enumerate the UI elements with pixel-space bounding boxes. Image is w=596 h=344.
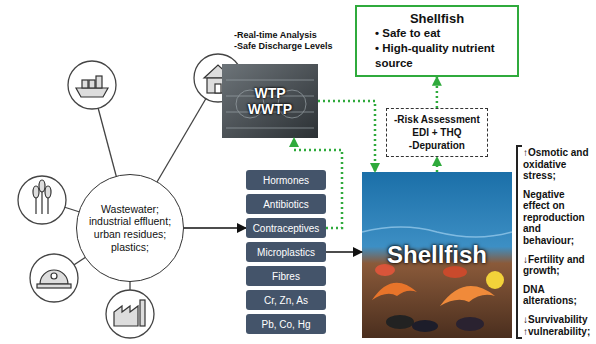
note-text: -Real-time Analysis	[234, 30, 334, 41]
pollutant-box: Contraceptives	[246, 218, 326, 238]
node-text: EDI + THQ	[394, 126, 480, 139]
node-text: WTP	[254, 85, 285, 101]
pollutant-box: Pb, Co, Hg	[246, 314, 326, 334]
risk-box: -Risk AssessmentEDI + THQ-Depuration	[386, 108, 488, 157]
effect-text: ↑Osmotic and oxidative stress;	[523, 147, 593, 182]
effect-text: DNA alterations;	[523, 284, 593, 307]
node-text: -Risk Assessment	[394, 113, 480, 126]
node-text: Pb, Co, Hg	[262, 319, 311, 330]
note-text: -Safe Discharge Levels	[234, 41, 334, 52]
node-text: Wastewater; industrial effluent; urban r…	[88, 203, 172, 253]
effect-text: ↓Survivability ↑vulnerability;	[523, 314, 593, 337]
effect-text: Negative effect on reproduction and beha…	[523, 189, 593, 247]
dotted-arrow	[436, 77, 439, 108]
dotted-arrow	[318, 101, 375, 172]
node-text: Hormones	[263, 175, 309, 186]
node-text: • Safe to eat	[367, 26, 507, 41]
pollutant-box: Microplastics	[246, 242, 326, 262]
effect-text: ↓Fertility and growth;	[523, 254, 593, 277]
flow-arrow	[184, 227, 246, 229]
node-text: Contraceptives	[253, 223, 320, 234]
pollutant-box: Cr, Zn, As	[246, 290, 326, 310]
node-text: WWTP	[248, 101, 292, 117]
node-text: Cr, Zn, As	[264, 295, 308, 306]
pollutant-box: Hormones	[246, 170, 326, 190]
flow-arrow	[326, 251, 362, 253]
node-text: Antibiotics	[263, 199, 309, 210]
node-text: Fibres	[272, 271, 300, 282]
pollutant-box: Antibiotics	[246, 194, 326, 214]
node-text: Microplastics	[257, 247, 315, 258]
pollutant-box: Fibres	[246, 266, 326, 286]
treatment-plant-box: WTPWWTP	[222, 64, 318, 138]
dotted-arrow	[436, 157, 439, 172]
effects-list: ↑Osmotic and oxidative stress; Negative e…	[523, 147, 593, 337]
note-group: -Real-time Analysis-Safe Discharge Level…	[234, 30, 334, 52]
node-text: • High-quality nutrient source	[367, 41, 507, 71]
source-circle: Wastewater; industrial effluent; urban r…	[76, 174, 184, 282]
node-text: Shellfish	[367, 11, 507, 26]
outcome-box: Shellfish• Safe to eat• High-quality nut…	[355, 5, 519, 77]
node-text: Shellfish	[387, 241, 487, 269]
node-text: -Depuration	[394, 139, 480, 152]
shellfish-picture-box: Shellfish	[362, 172, 512, 338]
